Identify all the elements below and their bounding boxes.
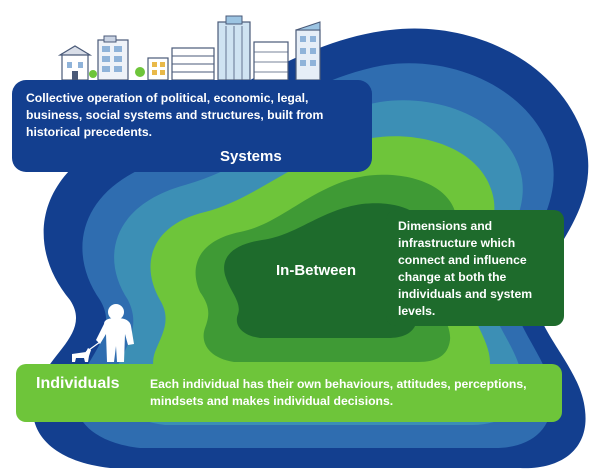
- individuals-description: Each individual has their own behaviours…: [150, 377, 527, 408]
- systems-panel: Collective operation of political, econo…: [12, 80, 372, 172]
- individuals-title: Individuals: [36, 375, 120, 392]
- in-between-description: Dimensions and infrastructure which conn…: [398, 219, 533, 318]
- individuals-panel: Individuals Each individual has their ow…: [16, 364, 562, 422]
- in-between-title: In-Between: [276, 262, 357, 279]
- systems-description: Collective operation of political, econo…: [26, 91, 324, 139]
- city-buildings-icon: [57, 15, 321, 81]
- in-between-core-blob: [224, 203, 429, 338]
- person-walking-dog-icon: [72, 304, 134, 362]
- systems-title: Systems: [220, 148, 282, 165]
- in-between-panel: Dimensions and infrastructure which conn…: [386, 210, 564, 326]
